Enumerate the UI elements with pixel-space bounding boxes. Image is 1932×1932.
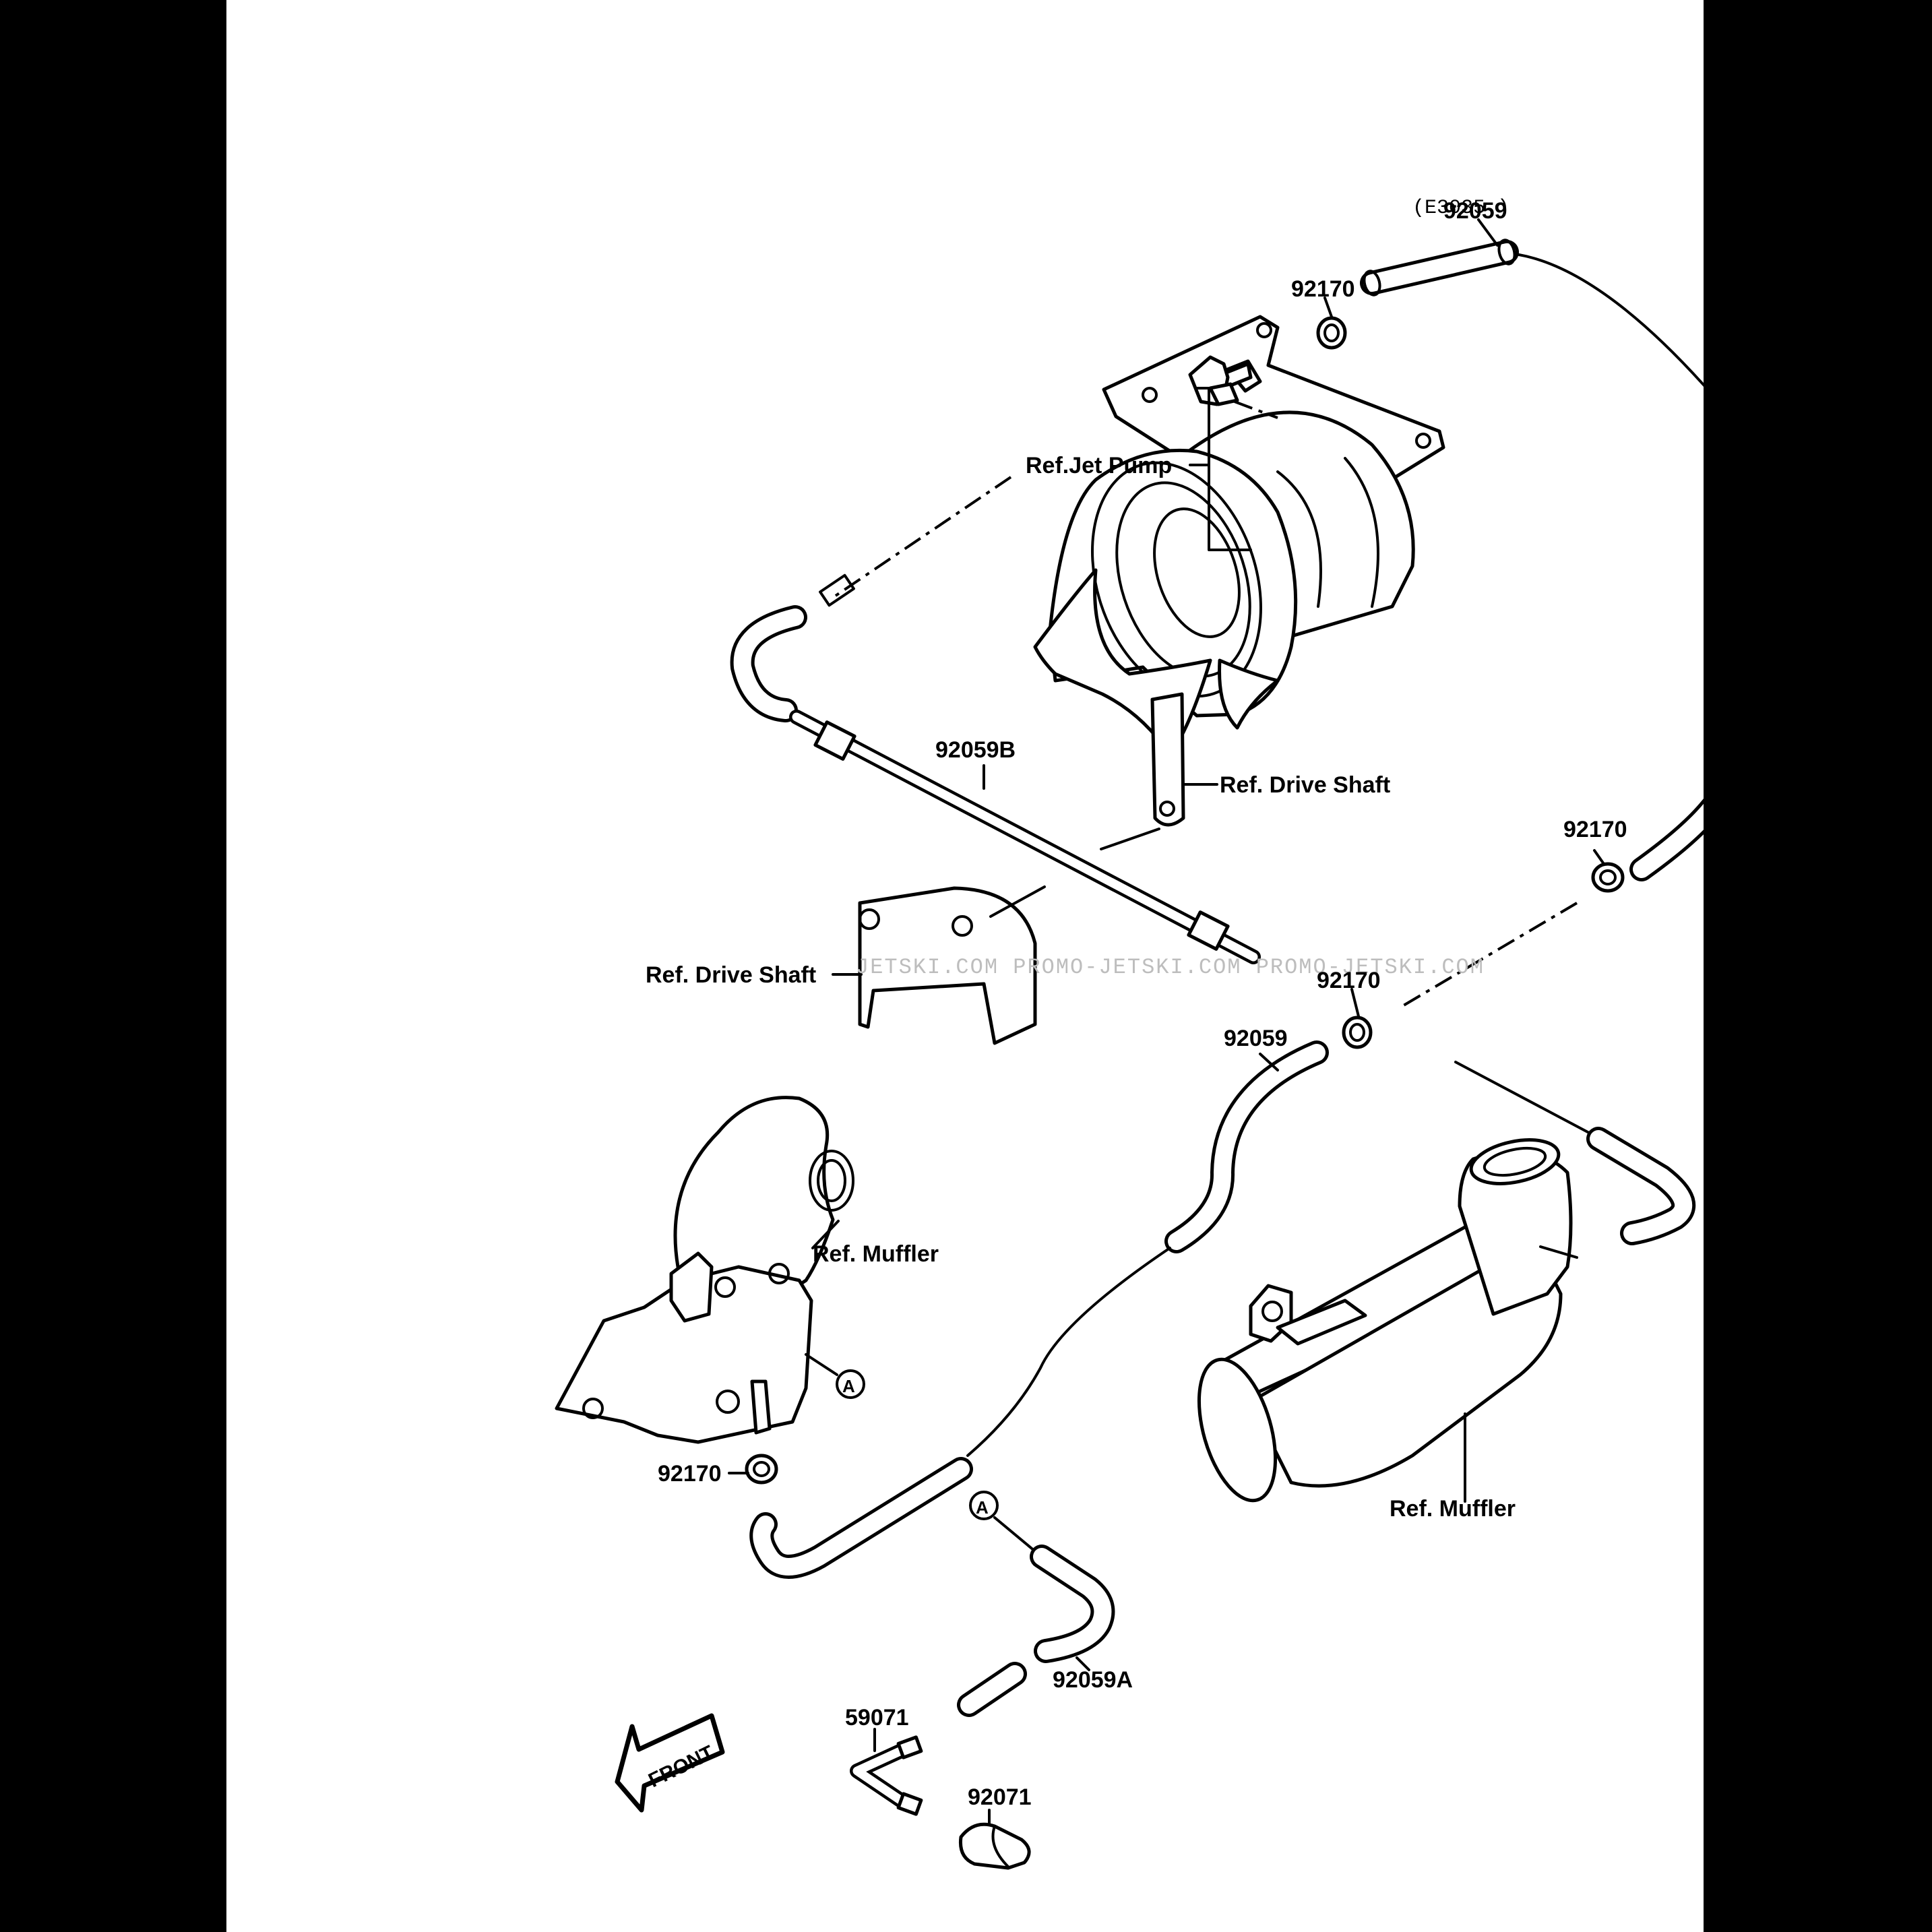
clamp-92170-middle	[1342, 1016, 1373, 1049]
fitting-59071	[850, 1735, 923, 1816]
ref-drive-shaft-right-label: Ref. Drive Shaft	[1220, 772, 1390, 798]
ref-muffler-right-label: Ref. Muffler	[1390, 1496, 1516, 1522]
hose-92059-middle	[1164, 1040, 1329, 1253]
ref-drive-shaft-left-label: Ref. Drive Shaft	[646, 962, 816, 988]
bolt-ghost-lower	[1398, 902, 1578, 1009]
hose-route-middle	[966, 1247, 1171, 1457]
marker-a-upper	[836, 1369, 865, 1399]
drive-shaft-cover	[858, 886, 1037, 1045]
drive-shaft-link	[1150, 692, 1185, 827]
cap-label: 92071	[968, 1784, 1032, 1810]
parts-diagram-sheet: (E3035 ) Ref.Jet Pump 92059	[226, 0, 1704, 1932]
hose-route-top-arc	[1518, 253, 1704, 387]
hose-92059a	[1030, 1545, 1115, 1663]
ref-jet-pump-label: Ref.Jet Pump	[1026, 453, 1172, 478]
clamp-top-label: 92170	[1291, 276, 1355, 302]
hose-bottom-label: 92059A	[1053, 1667, 1133, 1693]
front-arrow-label: FRONT	[645, 1741, 717, 1792]
diagram-code: (E3035 )	[1412, 197, 1509, 220]
hose-top-label: 92059	[1443, 198, 1507, 224]
hose-short-straight	[957, 1662, 1027, 1717]
watermark: JETSKI.COM PROMO-JETSKI.COM PROMO-JETSKI…	[856, 955, 1485, 980]
cap-92071	[958, 1822, 1031, 1870]
marker-a-lower-text: A	[976, 1497, 989, 1518]
clamp-92170-bottom	[745, 1454, 778, 1485]
clamp-right-label: 92170	[1563, 817, 1627, 842]
muffler-left-ref-part	[555, 1096, 854, 1444]
fitting-label: 59071	[845, 1705, 909, 1731]
ref-muffler-left-label: Ref. Muffler	[813, 1241, 939, 1267]
hose-92059-top	[1360, 239, 1519, 297]
jet-pump-ref-part	[1033, 315, 1445, 757]
bolt-ghost-upper	[834, 476, 1012, 597]
clamp-92170-top	[1316, 316, 1347, 350]
hose-92059b-long	[730, 605, 1261, 964]
clamp-92170-right	[1591, 862, 1625, 893]
hose-long-label: 92059B	[935, 737, 1016, 763]
marker-a-upper-text: A	[842, 1376, 855, 1396]
marker-a-lower	[969, 1491, 999, 1520]
ref-jet-pump-leader	[1189, 387, 1252, 551]
hose-middle-label: 92059	[1224, 1026, 1288, 1051]
hose-right-curved	[1629, 798, 1704, 881]
hose-elbow-right	[1586, 1127, 1696, 1245]
clamp-middle-label: 92170	[1317, 968, 1381, 993]
front-direction-arrow: FRONT	[615, 1713, 725, 1813]
hose-lower-u	[749, 1457, 973, 1579]
muffler-right-ref-part	[1197, 1138, 1578, 1503]
clamp-bottom-label: 92170	[658, 1461, 722, 1487]
parts-diagram: (E3035 ) Ref.Jet Pump 92059	[555, 197, 1704, 1870]
